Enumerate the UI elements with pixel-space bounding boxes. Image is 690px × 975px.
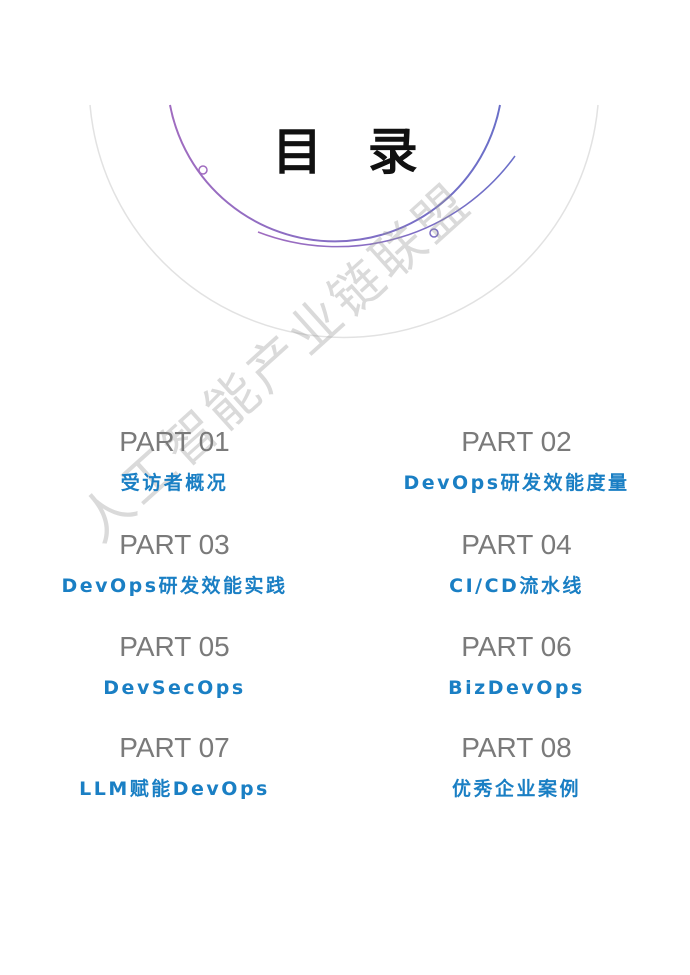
toc-entry-08[interactable]: PART 08 优秀企业案例 bbox=[344, 731, 689, 801]
toc-entry-05[interactable]: PART 05 DevSecOps bbox=[2, 630, 347, 700]
part-label: PART 03 bbox=[119, 529, 230, 560]
part-title[interactable]: LLM赋能DevOps bbox=[79, 778, 270, 800]
part-label: PART 01 bbox=[119, 426, 230, 457]
toc-entry-02[interactable]: PART 02 DevOps研发效能度量 bbox=[344, 425, 689, 495]
toc-entry-07[interactable]: PART 07 LLM赋能DevOps bbox=[2, 731, 347, 801]
part-label: PART 05 bbox=[119, 631, 230, 662]
arc-dot-left bbox=[198, 165, 208, 175]
arc-dot-right bbox=[429, 228, 439, 238]
page-title: 目 录 bbox=[272, 123, 432, 181]
part-title[interactable]: DevSecOps bbox=[103, 677, 246, 699]
outer-grey-arc bbox=[89, 104, 599, 339]
part-label: PART 06 bbox=[461, 631, 572, 662]
toc-entry-06[interactable]: PART 06 BizDevOps bbox=[344, 630, 689, 700]
toc-entry-04[interactable]: PART 04 CI/CD流水线 bbox=[344, 528, 689, 598]
secondary-arc bbox=[257, 155, 516, 248]
part-label: PART 07 bbox=[119, 732, 230, 763]
part-label: PART 08 bbox=[461, 732, 572, 763]
part-title[interactable]: DevOps研发效能实践 bbox=[61, 575, 288, 597]
part-label: PART 04 bbox=[461, 529, 572, 560]
part-title[interactable]: CI/CD流水线 bbox=[449, 575, 584, 597]
part-title[interactable]: BizDevOps bbox=[448, 677, 585, 699]
part-label: PART 02 bbox=[461, 426, 572, 457]
part-title[interactable]: 受访者概况 bbox=[120, 472, 229, 494]
purple-arc bbox=[169, 104, 501, 243]
part-title[interactable]: DevOps研发效能度量 bbox=[403, 472, 630, 494]
toc-entry-03[interactable]: PART 03 DevOps研发效能实践 bbox=[2, 528, 347, 598]
toc-entry-01[interactable]: PART 01 受访者概况 bbox=[2, 425, 347, 495]
part-title[interactable]: 优秀企业案例 bbox=[451, 778, 581, 800]
